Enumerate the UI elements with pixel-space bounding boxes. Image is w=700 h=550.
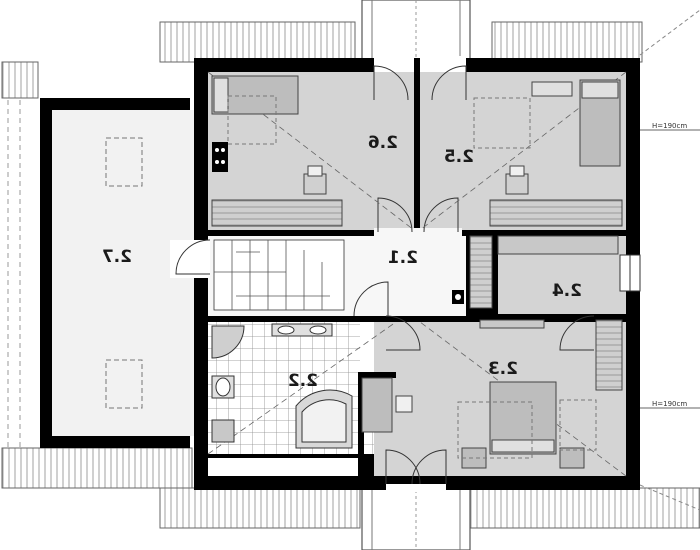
roof-eaves (1, 9, 700, 529)
interior-walls (208, 72, 626, 464)
staircase (213, 239, 345, 311)
height-marks: H=190cm H=190cm (640, 122, 700, 409)
roof-window (105, 137, 143, 409)
dormer-top (361, 0, 471, 65)
room-2-6-furniture (211, 75, 343, 227)
room-label-2-7: 2.7 (102, 247, 132, 267)
room-label-2-5: 2.5 (444, 147, 474, 167)
bathroom-fixtures (211, 323, 353, 449)
height-mark-label: H=190cm (652, 400, 687, 408)
door-openings (170, 56, 466, 492)
room-label-2-3: 2.3 (488, 359, 518, 379)
room-label-2-6: 2.6 (368, 133, 398, 153)
room-2-5-furniture (473, 79, 623, 227)
height-mark-label: H=190cm (652, 122, 687, 130)
room-labels: 2.6 2.5 2.7 2.1 2.4 2.3 2.2 (102, 133, 582, 391)
doors (175, 65, 595, 485)
room-label-2-2: 2.2 (288, 371, 318, 391)
room-label-2-4: 2.4 (552, 281, 582, 301)
room-2-4-closet (452, 235, 619, 309)
dormer-bottom (361, 483, 471, 550)
room-label-2-1: 2.1 (388, 248, 418, 268)
room-2-3-furniture (361, 319, 623, 469)
